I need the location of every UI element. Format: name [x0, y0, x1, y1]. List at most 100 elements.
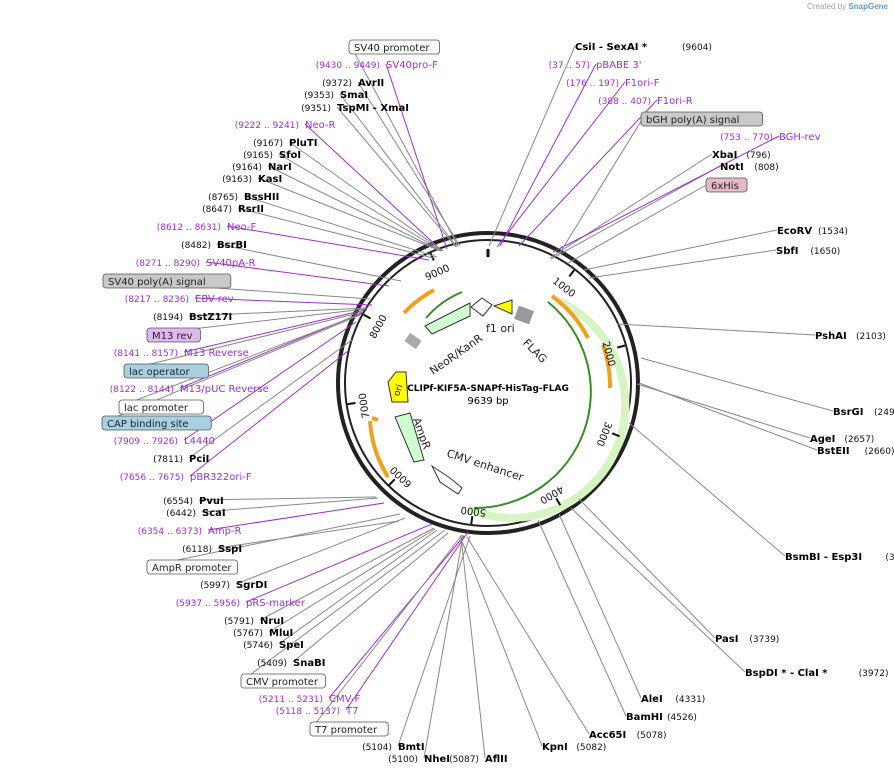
enzyme-label-sgrdi[interactable]: SgrDI(5997): [200, 580, 267, 591]
primer-label-amp-r[interactable]: Amp-R(6354 .. 6373): [138, 526, 242, 537]
enzyme-label-bspdi-clai[interactable]: BspDI * - ClaI *(3972): [745, 668, 889, 679]
feature-label-cmv-promoter[interactable]: CMV promoter: [240, 673, 326, 689]
enzyme-label-kpni[interactable]: KpnI(5082): [542, 742, 606, 753]
leader-line: [198, 496, 377, 501]
enzyme-position: (8765): [208, 193, 238, 203]
primer-label-m13-puc-reverse[interactable]: M13/pUC Reverse(8122 .. 8144): [110, 384, 269, 395]
primer-label-ebv-rev[interactable]: EBV-rev(8217 .. 8236): [125, 294, 234, 305]
primer-label-sv40pro-f[interactable]: SV40pro-F(9430 .. 9449): [316, 60, 438, 71]
leader-line: [148, 513, 401, 567]
primer-label-pbabe-3[interactable]: pBABE 3'(37 .. 57): [549, 60, 642, 71]
enzyme-label-nhei[interactable]: NheI(5100): [388, 754, 450, 765]
enzyme-label-ecorv[interactable]: EcoRV(1534): [777, 226, 848, 237]
enzyme-label-pasi[interactable]: PasI(3739): [715, 634, 779, 645]
feature-name: M13 rev: [152, 331, 193, 342]
primer-label-m13-reverse[interactable]: M13 Reverse(8141 .. 8157): [114, 348, 249, 359]
feature-label-lac-promoter[interactable]: lac promoter: [118, 399, 204, 415]
enzyme-position: (5100): [388, 755, 418, 765]
enzyme-label-bsmbi-esp3i[interactable]: BsmBI - Esp3I(3248): [785, 552, 894, 563]
leader-line: [268, 528, 436, 633]
primer-name: CMV-F: [329, 694, 360, 705]
feature-label-sv40-promoter[interactable]: SV40 promoter: [348, 39, 440, 55]
leader-line: [201, 497, 379, 513]
enzyme-position: (2657): [844, 435, 874, 445]
enzyme-label-bsshii[interactable]: BssHII(8765): [208, 192, 279, 203]
enzyme-label-bsrgi[interactable]: BsrGI(2493): [833, 407, 894, 418]
enzyme-label-scai[interactable]: ScaI(6442): [166, 508, 226, 519]
feature-label-cap-binding-site[interactable]: CAP binding site: [101, 415, 212, 431]
enzyme-position: (5791): [224, 617, 254, 627]
enzyme-label-aflii[interactable]: AflII(5087): [449, 754, 508, 765]
enzyme-label-csii-sexai[interactable]: CsiI - SexAI *(9604): [575, 42, 712, 53]
enzyme-label-avrii[interactable]: AvrII(9372): [322, 78, 384, 89]
enzyme-label-snabi[interactable]: SnaBI(5409): [257, 658, 325, 669]
enzyme-label-alei[interactable]: AleI(4331): [641, 694, 705, 705]
enzyme-label-xbai[interactable]: XbaI(796): [712, 150, 771, 161]
enzyme-position: (3739): [749, 635, 779, 645]
enzyme-name: AvrII: [358, 78, 384, 89]
enzyme-label-bsteii[interactable]: BstEII(2660): [817, 446, 894, 457]
enzyme-label-acc65i[interactable]: Acc65I(5078): [589, 730, 667, 741]
feature-name: SV40 promoter: [354, 43, 430, 54]
enzyme-label-nari[interactable]: NarI(9164): [232, 162, 292, 173]
snapgene-credit: Created by SnapGene: [807, 2, 888, 11]
primer-label-neo-r[interactable]: Neo-R(9222 .. 9241): [235, 120, 336, 131]
primer-label-t7[interactable]: T7(5118 .. 5137): [276, 706, 359, 717]
enzyme-label-kasi[interactable]: KasI(9163): [222, 174, 282, 185]
enzyme-label-bsrbi[interactable]: BsrBI(8482): [181, 240, 247, 251]
enzyme-label-bstz17i[interactable]: BstZ17I(8194): [153, 312, 232, 323]
primer-label-cmv-f[interactable]: CMV-F(5211 .. 5231): [259, 694, 361, 705]
primer-label-bgh-rev[interactable]: BGH-rev(753 .. 770): [720, 132, 820, 143]
leader-line: [267, 165, 442, 252]
enzyme-label-noti[interactable]: NotI(808): [720, 162, 779, 173]
primer-label-sv40pa-r[interactable]: SV40pA-R(8271 .. 8290): [136, 258, 256, 269]
plasmid-length: 9639 bp: [467, 396, 508, 407]
enzyme-name: BstEII: [817, 446, 850, 457]
primer-label-l4440[interactable]: L4440(7909 .. 7926): [114, 436, 215, 447]
enzyme-label-pvui[interactable]: PvuI(6554): [163, 496, 224, 507]
enzyme-name: MluI: [269, 628, 293, 639]
primer-label-f1ori-f[interactable]: F1ori-F(176 .. 197): [566, 78, 660, 89]
primer-position: (7909 .. 7926): [114, 437, 178, 447]
enzyme-label-agei[interactable]: AgeI(2657): [810, 434, 874, 445]
enzyme-name: BsrBI: [217, 240, 247, 251]
feature-label-bgh-poly-a-signal[interactable]: bGH poly(A) signal: [640, 111, 763, 127]
primer-label-pbr322ori-f[interactable]: pBR322ori-F(7656 .. 7675): [120, 472, 252, 483]
enzyme-name: AflII: [485, 754, 508, 765]
enzyme-label-rsrii[interactable]: RsrII(8647): [202, 204, 264, 215]
leader-line: [423, 534, 464, 759]
enzyme-label-sfoi[interactable]: SfoI(9165): [243, 150, 301, 161]
enzyme-label-sspi[interactable]: SspI(6118): [182, 544, 242, 555]
primer-label-neo-f[interactable]: Neo-F(8612 .. 8631): [157, 222, 257, 233]
enzyme-label-pshai[interactable]: PshAI(2103): [815, 331, 886, 342]
enzyme-label-bamhi[interactable]: BamHI(4526): [626, 712, 697, 723]
enzyme-label-pcii[interactable]: PciI(7811): [153, 454, 209, 465]
enzyme-position: (5078): [637, 731, 667, 741]
primer-position: (5118 .. 5137): [276, 707, 340, 717]
leader-line: [183, 321, 357, 441]
feature-label-lac-operator[interactable]: lac operator: [123, 363, 209, 379]
enzyme-label-pluti[interactable]: PluTI(9167): [253, 138, 317, 149]
feature-label-m13-rev[interactable]: M13 rev: [146, 327, 201, 343]
enzyme-position: (9351): [301, 104, 331, 114]
feature-label-ampr-promoter[interactable]: AmpR promoter: [146, 559, 238, 575]
enzyme-label-nrui[interactable]: NruI(5791): [224, 616, 284, 627]
primer-name: SV40pA-R: [206, 258, 255, 269]
feature-label-t7-promoter[interactable]: T7 promoter: [309, 721, 389, 737]
feature-label-6xhis[interactable]: 6xHis: [705, 177, 748, 193]
enzyme-label-mlui[interactable]: MluI(5767): [233, 628, 293, 639]
primer-position: (176 .. 197): [566, 79, 619, 89]
enzyme-label-spei[interactable]: SpeI(5746): [243, 640, 304, 651]
enzyme-label-smai[interactable]: SmaI(9353): [304, 90, 368, 101]
leader-line: [345, 531, 469, 711]
tick-mark-2000: [616, 344, 626, 349]
leader-line: [616, 323, 816, 336]
feature-label-sv40-poly-a-signal[interactable]: SV40 poly(A) signal: [102, 273, 232, 289]
enzyme-position: (4526): [667, 713, 697, 723]
enzyme-label-sbfi[interactable]: SbfI(1650): [776, 246, 840, 257]
enzyme-label-tspmi-xmai[interactable]: TspMI - XmaI(9351): [301, 103, 409, 114]
primer-label-prs-marker[interactable]: pRS-marker(5937 .. 5956): [176, 598, 306, 609]
enzyme-label-bmti[interactable]: BmtI(5104): [362, 742, 424, 753]
primer-label-f1ori-r[interactable]: F1ori-R(388 .. 407): [598, 96, 693, 107]
